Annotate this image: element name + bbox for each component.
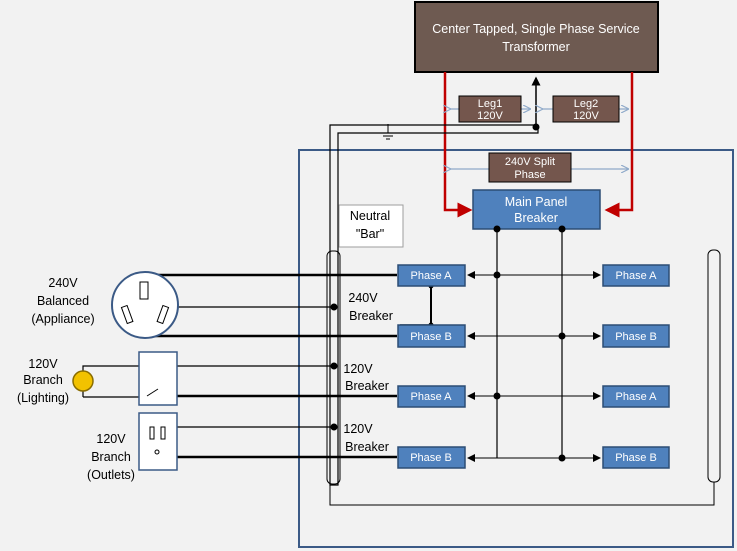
leg1-label-line1: Leg1 [478,98,502,110]
bottom-bus-link [329,482,715,506]
phase-box-right-2: Phase B [602,324,670,348]
ground-symbol [380,124,396,140]
split-phase-label-line2: Phase [514,169,545,181]
lighting-label-line3: (Lighting) [17,391,69,405]
breaker-120b-line1: 120V [343,422,373,436]
outlets-label-line1: 120V [96,432,126,446]
neutral-bar-line1: Neutral [350,209,390,223]
leg1-box: Leg1 120V [458,95,522,123]
split-phase-box: 240V Split Phase [488,152,572,183]
split-phase-label-line1: 240V Split [505,156,555,168]
phase-right-3-label: Phase A [616,391,658,403]
transformer-label-line1: Center Tapped, Single Phase Service [432,22,640,36]
outlets-label-line2: Branch [91,450,131,464]
appliance-label: 240V Balanced (Appliance) [31,276,94,326]
appliance-label-line1: 240V [48,276,78,290]
breaker-120a-label: 120V Breaker [343,362,388,393]
leg1-label-line2: 120V [477,110,503,122]
neutral-bar-label: Neutral "Bar" [338,204,404,248]
lighting-label-line1: 120V [28,357,58,371]
bus-bar-b [558,225,566,462]
appliance-label-line2: Balanced [37,294,89,308]
phase-left-2-label: Phase B [410,331,452,343]
appliance-label-line3: (Appliance) [31,312,94,326]
neutral-feeder [329,76,541,486]
phase-box-left-1: Phase A [397,264,466,287]
leg2-label-line2: 120V [573,110,599,122]
phase-right-1-label: Phase A [616,270,658,282]
outlets-circuit [153,423,397,459]
outlets-label: 120V Branch (Outlets) [87,432,135,482]
appliance-circuit [153,273,434,338]
main-panel-breaker: Main Panel Breaker [472,189,601,230]
lamp-icon [72,370,94,392]
breaker-120b-label: 120V Breaker [343,422,388,454]
breaker-120a-line2: Breaker [345,379,389,393]
phase-box-right-1: Phase A [602,264,670,287]
phase-box-left-3: Phase A [397,385,466,408]
switch-box [138,351,178,406]
bus-bar-a [493,225,501,458]
phase-right-4-label: Phase B [615,452,657,464]
neutral-bar-line2: "Bar" [356,227,384,241]
phase-box-right-4: Phase B [602,446,670,469]
phase-box-left-4: Phase B [397,446,466,469]
transformer-box: Center Tapped, Single Phase Service Tran… [414,1,659,73]
phase-left-3-label: Phase A [411,391,453,403]
breaker-240-line2: Breaker [349,309,393,323]
phase-box-right-3: Phase A [602,385,670,408]
leg2-label-line1: Leg2 [574,98,598,110]
breaker-240-label: 240V Breaker [348,291,392,323]
leg2-box: Leg2 120V [552,95,620,123]
main-breaker-label-line1: Main Panel [505,195,568,209]
240v-receptacle-icon [111,271,179,339]
breaker-120a-line1: 120V [343,362,373,376]
phase-box-left-2: Phase B [397,324,466,348]
bus-connections [467,271,601,462]
neutral-bar [326,250,341,485]
transformer-label-line2: Transformer [502,40,570,54]
breaker-120b-line2: Breaker [345,440,389,454]
lighting-label-line2: Branch [23,373,63,387]
lighting-label: 120V Branch (Lighting) [17,357,69,405]
breaker-240-line1: 240V [348,291,378,305]
right-bus-rail [707,249,721,483]
leg2-feeder [604,72,634,218]
main-breaker-label-line2: Breaker [514,211,558,225]
phase-left-4-label: Phase B [410,452,452,464]
duplex-outlet-icon [138,412,178,471]
phase-right-2-label: Phase B [615,331,657,343]
panel-enclosure [298,149,734,548]
outlets-label-line3: (Outlets) [87,468,135,482]
phase-left-1-label: Phase A [411,270,453,282]
leg1-feeder [443,72,473,218]
